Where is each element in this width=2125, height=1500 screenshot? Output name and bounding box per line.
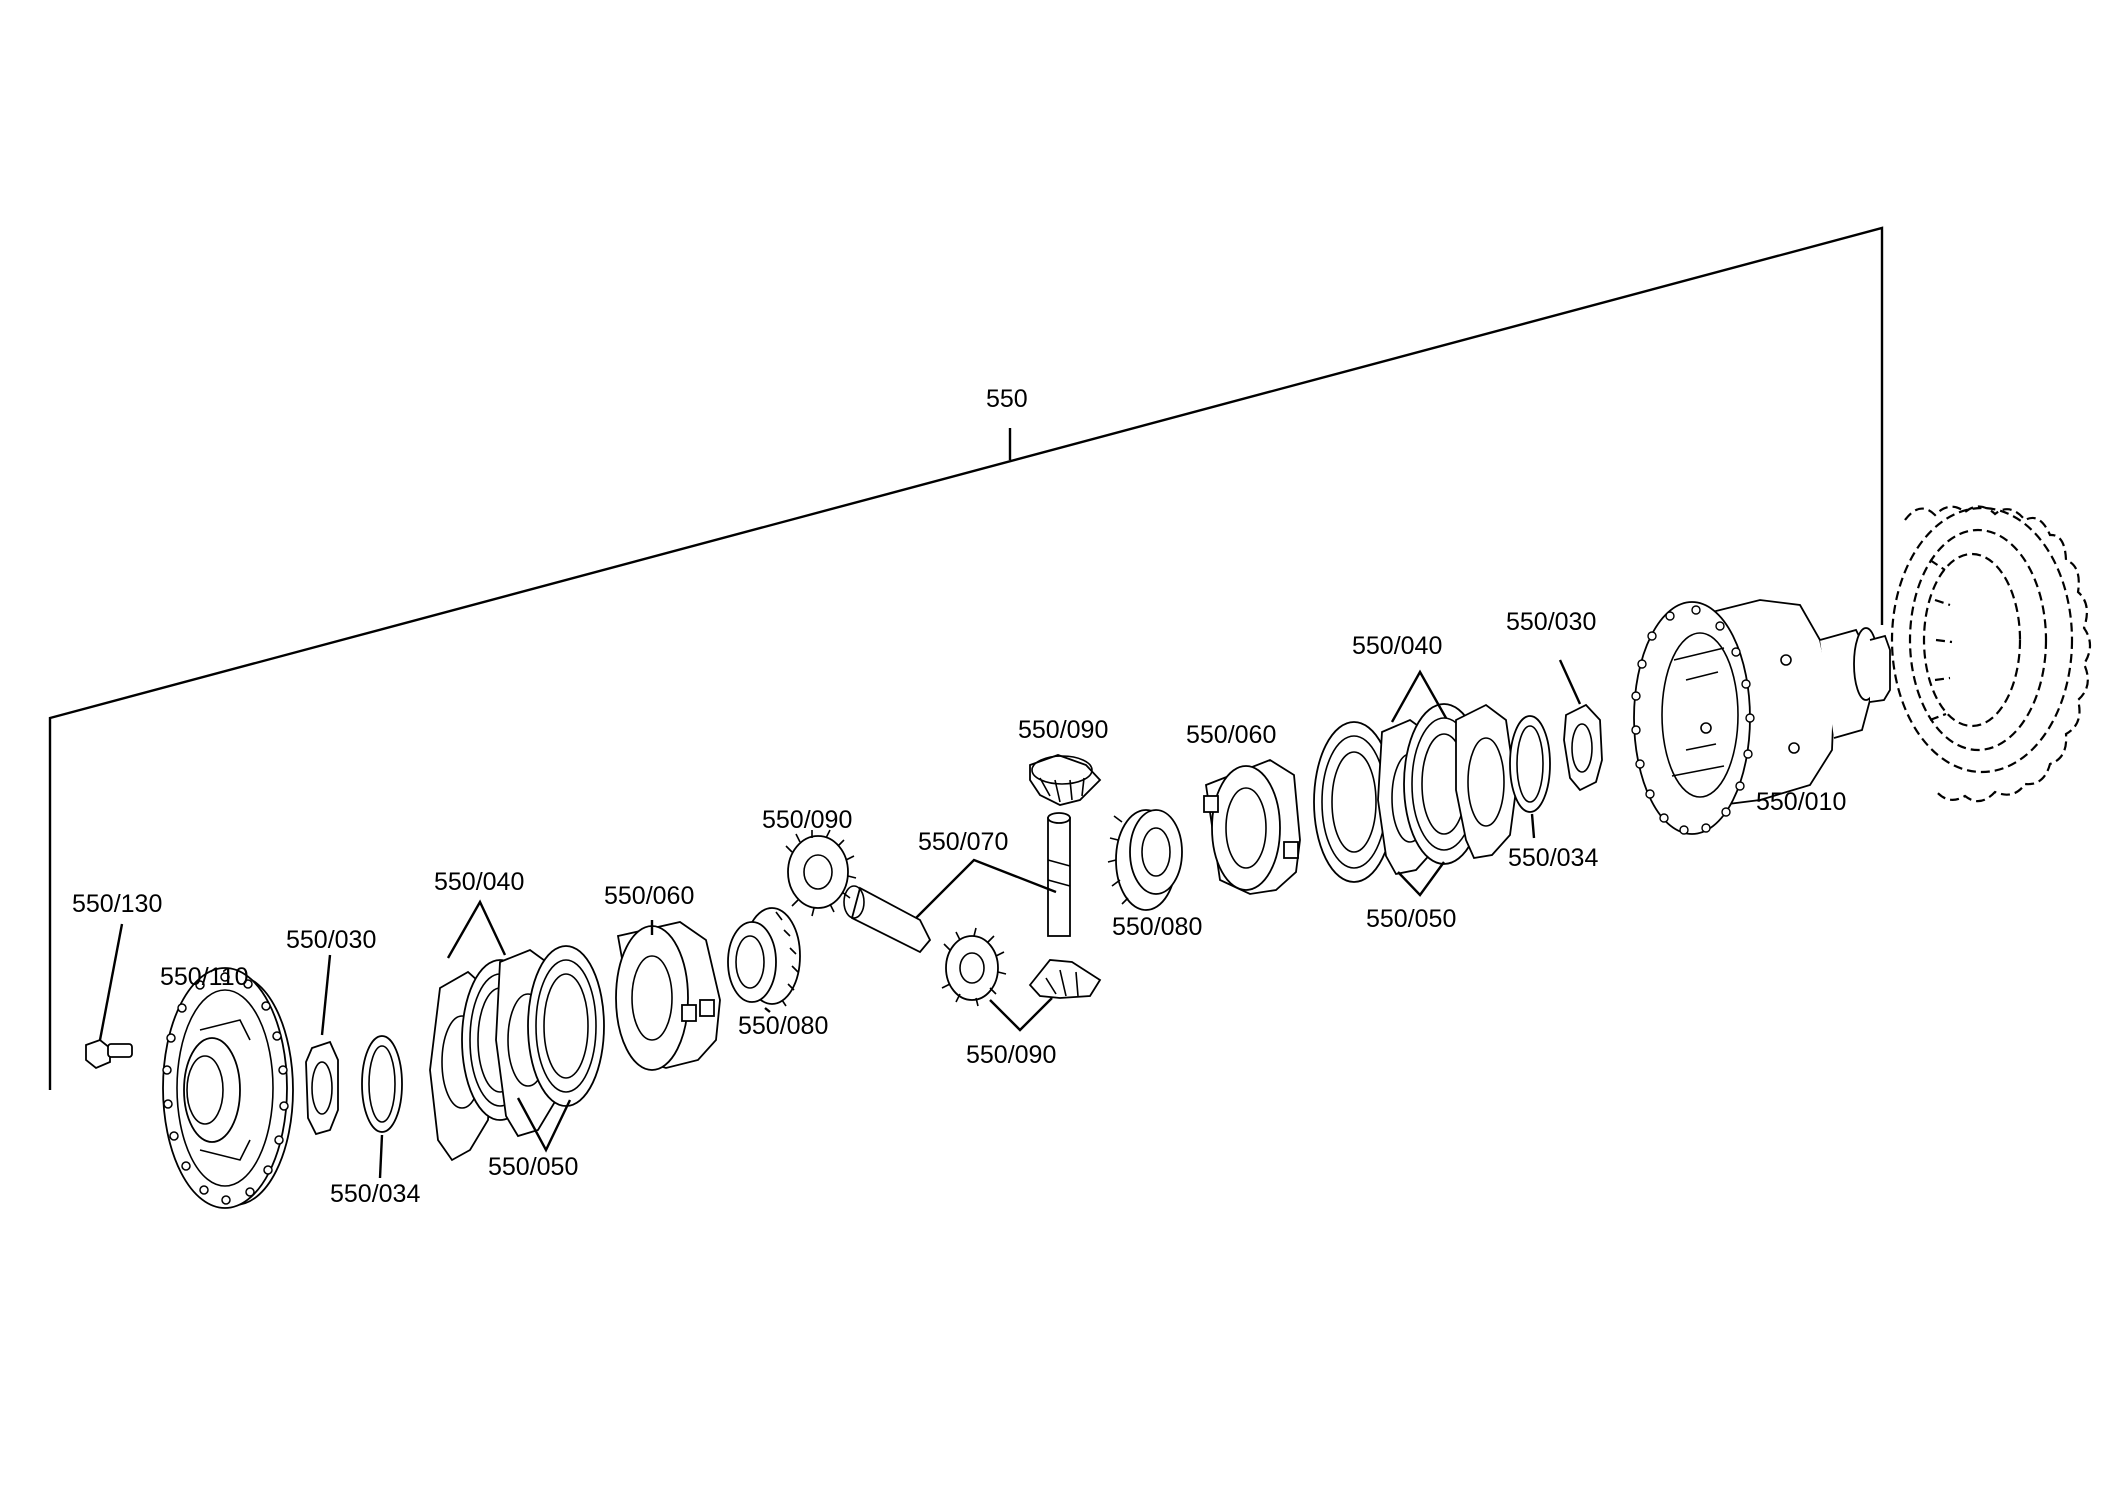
leader-550-034-left — [378, 1134, 384, 1179]
label-550-034-left: 550/034 — [330, 1180, 420, 1208]
label-550-080-left: 550/080 — [738, 1012, 828, 1040]
part-550-090-bevel-pinion-upper-left[interactable] — [785, 829, 857, 917]
crown-wheel-outline — [1890, 505, 2092, 803]
label-550-060-left: 550/060 — [604, 882, 694, 910]
part-550-090-bevel-pinion-top[interactable] — [1029, 754, 1102, 806]
label-550-030-left: 550/030 — [286, 926, 376, 954]
part-550-050-inner-disc-left-2[interactable] — [527, 945, 605, 1107]
leader-550-040-right — [1390, 669, 1448, 723]
leader-550-070 — [915, 858, 1057, 919]
leader-550-090-bottom — [989, 997, 1053, 1032]
part-550-034-ring-right[interactable] — [1509, 715, 1551, 813]
part-550-070-spider-pin[interactable] — [843, 812, 1071, 954]
leader-550-080-left — [764, 1007, 771, 1013]
part-550-034-ring-left[interactable] — [361, 1035, 403, 1133]
part-550-080-side-gear-right[interactable] — [1107, 809, 1183, 911]
label-550-040-right: 550/040 — [1352, 632, 1442, 660]
assembly-label: 550 — [986, 385, 1028, 413]
part-550-030-thrust-washer-right[interactable] — [1563, 703, 1603, 792]
leader-550-050-left — [516, 1097, 572, 1153]
part-550-050-inner-disc-right[interactable] — [1313, 721, 1395, 883]
label-550-050-left: 550/050 — [488, 1153, 578, 1181]
part-550-110-flange-cover[interactable] — [162, 967, 294, 1209]
part-550-030-thrust-washer-left[interactable] — [305, 1040, 339, 1136]
part-550-130-bolt[interactable] — [85, 1038, 133, 1070]
leader-550-050-right — [1397, 861, 1445, 897]
part-550-080-side-gear-left[interactable] — [727, 907, 801, 1007]
label-550-010: 550/010 — [1756, 788, 1846, 816]
part-550-040-outer-disc-right-2[interactable] — [1455, 703, 1517, 860]
part-550-060-pressure-ring-left[interactable] — [615, 921, 721, 1071]
leader-550-034-right — [1530, 813, 1536, 839]
label-550-090-upper-left: 550/090 — [762, 806, 852, 834]
label-550-034-right: 550/034 — [1508, 844, 1598, 872]
leader-550-130 — [98, 923, 124, 1041]
label-550-110: 550/110 — [160, 963, 249, 991]
part-550-060-pressure-ring-right[interactable] — [1203, 758, 1301, 895]
part-550-090-bevel-pinion-bottom-right[interactable] — [1028, 959, 1102, 999]
part-550-010-differential-housing[interactable] — [1631, 599, 1891, 835]
label-550-130: 550/130 — [72, 890, 162, 918]
assembly-bracket — [48, 226, 1884, 1090]
label-550-090-bottom: 550/090 — [966, 1041, 1056, 1069]
leader-550-040-left — [446, 899, 507, 959]
label-550-060-right: 550/060 — [1186, 721, 1276, 749]
label-550-080-right: 550/080 — [1112, 913, 1202, 941]
part-550-090-bevel-pinion-bottom-left[interactable] — [941, 927, 1007, 1007]
label-550-070: 550/070 — [918, 828, 1008, 856]
label-550-040-left: 550/040 — [434, 868, 524, 896]
leader-550-030-right — [1558, 659, 1582, 705]
leader-550-030-left — [320, 954, 332, 1036]
label-550-050-right: 550/050 — [1366, 905, 1456, 933]
label-550-030-right: 550/030 — [1506, 608, 1596, 636]
label-550-090-top: 550/090 — [1018, 716, 1108, 744]
